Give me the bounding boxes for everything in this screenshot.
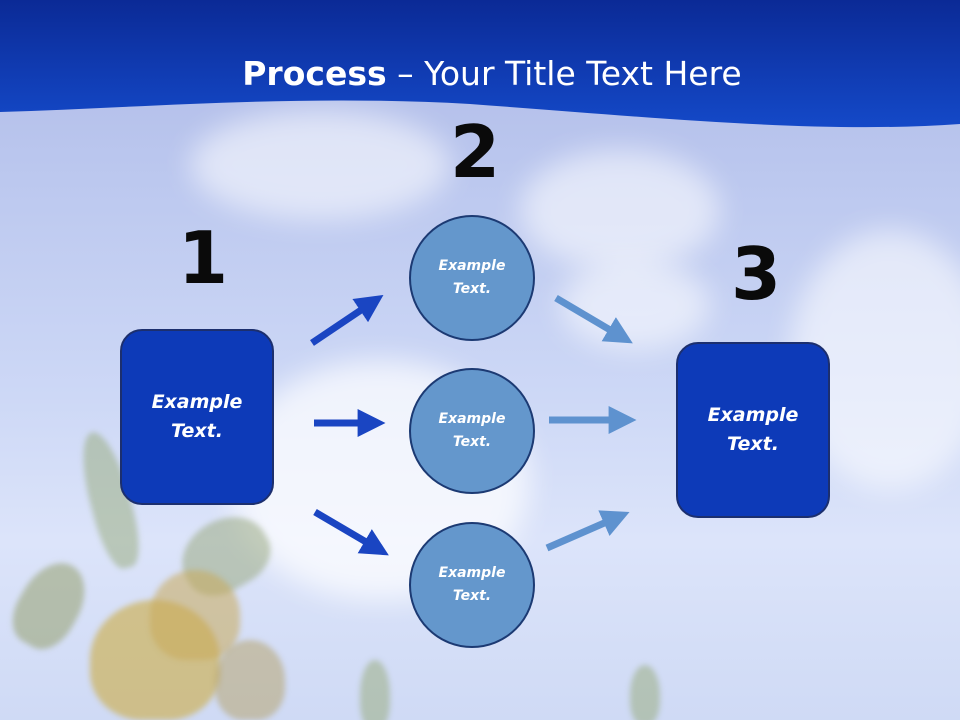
step-1-box: Example Text.	[120, 329, 274, 505]
step-2-circle-bottom: Example Text.	[409, 522, 535, 648]
step-2-circle-top: Example Text.	[409, 215, 535, 341]
circle-text-line: Example	[438, 258, 506, 274]
circle-text-line: Text.	[452, 434, 492, 450]
cloud	[560, 260, 710, 350]
slide-title: Process – Your Title Text Here	[0, 54, 960, 93]
cloud	[520, 150, 720, 270]
box-text-line: Example	[707, 404, 799, 426]
flower	[215, 640, 285, 720]
box-text-line: Text.	[727, 433, 779, 455]
circle-text-line: Example	[438, 411, 506, 427]
flower-stalk	[630, 665, 660, 720]
arrow-down-right-light	[554, 294, 633, 344]
box-text-line: Example	[151, 391, 243, 413]
arrow-up-right	[310, 294, 384, 346]
cloud	[190, 110, 450, 220]
circle-text-line: Text.	[452, 588, 492, 604]
step-number-1: 1	[178, 216, 229, 300]
arrow-down-right	[313, 508, 389, 556]
flower-stalk	[360, 660, 390, 720]
step-2-circle-middle: Example Text.	[409, 368, 535, 494]
circle-text-line: Text.	[452, 281, 492, 297]
flower	[150, 570, 240, 660]
step-number-2: 2	[450, 110, 501, 194]
box-text-line: Text.	[171, 420, 223, 442]
step-3-box: Example Text.	[676, 342, 830, 518]
title-bold: Process	[242, 54, 387, 93]
title-rest: – Your Title Text Here	[386, 54, 742, 93]
step-number-3: 3	[731, 232, 782, 316]
arrow-up-right-light	[545, 510, 630, 552]
circle-text-line: Example	[438, 565, 506, 581]
header-band	[0, 0, 960, 128]
